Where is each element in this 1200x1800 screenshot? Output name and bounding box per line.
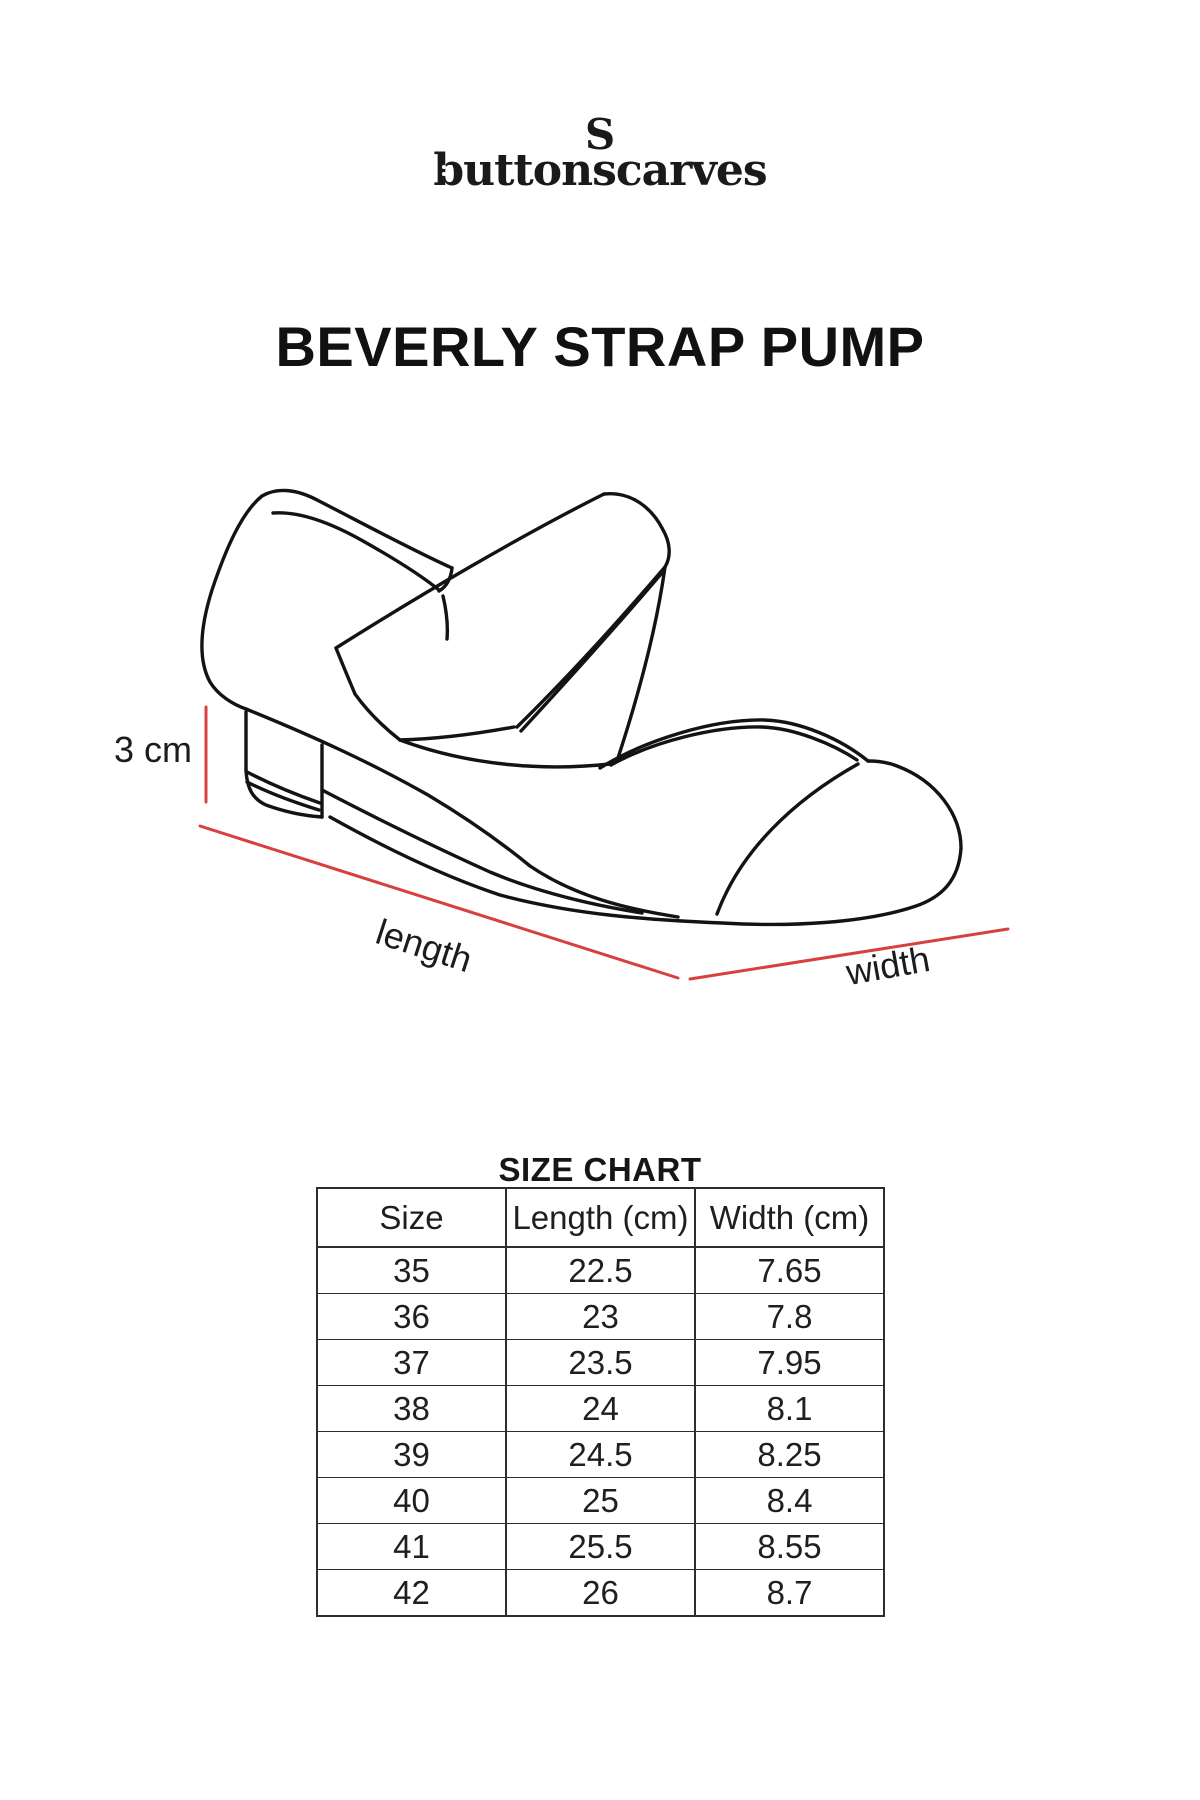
table-row: 37 23.5 7.95	[316, 1339, 885, 1386]
cell-length: 26	[505, 1569, 696, 1617]
width-line	[688, 927, 1010, 981]
cell-size: 41	[316, 1523, 507, 1570]
cell-length: 25.5	[505, 1523, 696, 1570]
brand-wordmark-wrap: buttonscarves	[433, 145, 767, 197]
cell-size: 38	[316, 1385, 507, 1432]
cell-length: 23	[505, 1293, 696, 1340]
cell-size: 42	[316, 1569, 507, 1617]
size-chart-table: Size Length (cm) Width (cm) 35 22.5 7.65…	[316, 1187, 885, 1617]
cell-size: 39	[316, 1431, 507, 1478]
cell-width: 8.25	[694, 1431, 885, 1478]
table-row: 35 22.5 7.65	[316, 1246, 885, 1294]
cell-size: 40	[316, 1477, 507, 1524]
table-row: 38 24 8.1	[316, 1385, 885, 1432]
brand-monogram-icon: S	[584, 110, 616, 159]
table-row: 40 25 8.4	[316, 1477, 885, 1524]
column-header-size: Size	[316, 1187, 507, 1248]
column-header-width: Width (cm)	[694, 1187, 885, 1248]
cell-length: 25	[505, 1477, 696, 1524]
cell-width: 8.4	[694, 1477, 885, 1524]
cell-width: 7.8	[694, 1293, 885, 1340]
size-chart-title: SIZE CHART	[498, 1151, 702, 1188]
heel-height-label: 3 cm	[113, 729, 192, 770]
shoe-line-art	[200, 488, 963, 927]
column-header-length: Length (cm)	[505, 1187, 696, 1248]
table-header-row: Size Length (cm) Width (cm)	[316, 1187, 885, 1248]
brand-logo: S buttonscarves	[0, 114, 1200, 197]
table-row: 36 23 7.8	[316, 1293, 885, 1340]
cell-size: 36	[316, 1293, 507, 1340]
cell-width: 8.7	[694, 1569, 885, 1617]
table-row: 39 24.5 8.25	[316, 1431, 885, 1478]
table-row: 41 25.5 8.55	[316, 1523, 885, 1570]
cell-length: 24	[505, 1385, 696, 1432]
cell-length: 22.5	[505, 1246, 696, 1294]
brand-wordmark: buttonscarves	[433, 145, 767, 196]
page-title: BEVERLY STRAP PUMP	[275, 315, 925, 378]
cell-length: 23.5	[505, 1339, 696, 1386]
cell-width: 7.65	[694, 1246, 885, 1294]
button-holes-icon	[442, 165, 454, 177]
cell-length: 24.5	[505, 1431, 696, 1478]
cell-width: 7.95	[694, 1339, 885, 1386]
cell-size: 37	[316, 1339, 507, 1386]
cell-width: 8.1	[694, 1385, 885, 1432]
length-line	[198, 824, 680, 980]
table-row: 42 26 8.7	[316, 1569, 885, 1617]
cell-size: 35	[316, 1246, 507, 1294]
cell-width: 8.55	[694, 1523, 885, 1570]
